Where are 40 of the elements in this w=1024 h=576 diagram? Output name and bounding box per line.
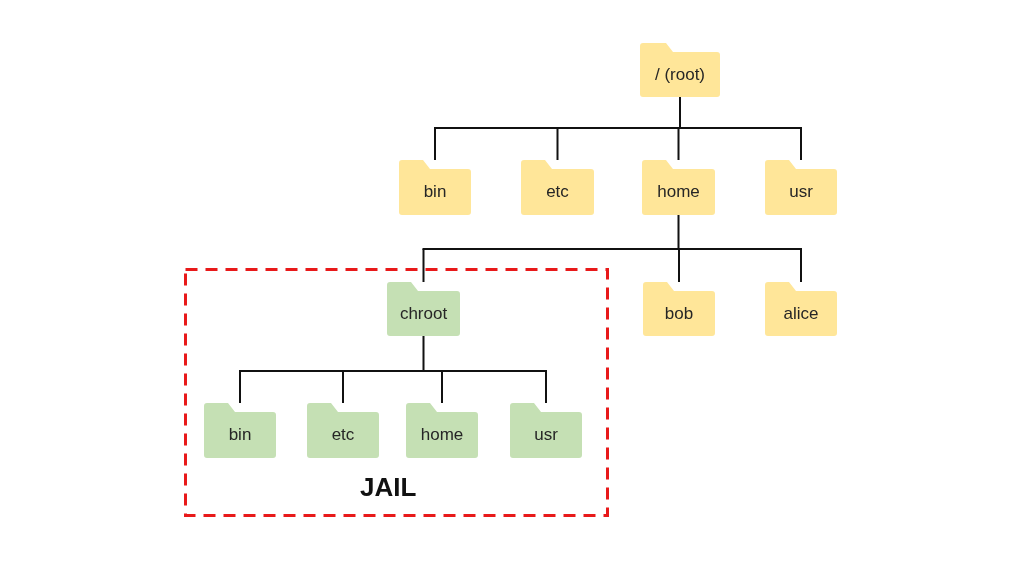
- tree-connector: [677, 127, 680, 161]
- tree-connector: [239, 370, 241, 404]
- folder: [510, 403, 582, 458]
- tree-connector: [678, 248, 680, 283]
- folder: [307, 403, 379, 458]
- folder: [643, 282, 715, 336]
- folder: [640, 43, 720, 97]
- folder: [406, 403, 478, 458]
- tree-connector: [556, 127, 559, 161]
- tree-connector: [433, 96, 803, 129]
- folder-name: bin: [228, 426, 252, 443]
- folder-name: / (root): [654, 65, 706, 83]
- folder-name: bin: [423, 183, 447, 200]
- tree-connector: [800, 248, 802, 283]
- folder-name: bob: [664, 304, 694, 322]
- tree-connector: [342, 370, 344, 404]
- folder: [387, 282, 460, 336]
- tree-connector: [421, 214, 803, 250]
- folder-name: home: [657, 183, 700, 200]
- tree-connector: [434, 127, 436, 161]
- folder: [642, 160, 715, 215]
- tree-connector: [422, 248, 425, 283]
- dashed-region: [184, 268, 609, 517]
- folder: [204, 403, 276, 458]
- folder-name: usr: [534, 426, 558, 443]
- folder-name: usr: [789, 183, 813, 200]
- folder-name: home: [420, 426, 464, 443]
- folder-name: etc: [331, 426, 355, 443]
- folder: [521, 160, 594, 215]
- tree-connector: [800, 127, 802, 161]
- tree-connector: [545, 370, 547, 404]
- folder: [765, 160, 837, 215]
- folder: [765, 282, 837, 336]
- folder-name: etc: [546, 183, 569, 200]
- tree-connector: [441, 370, 443, 404]
- folder-name: alice: [783, 304, 819, 322]
- folder: [399, 160, 471, 215]
- region-label: JAIL: [360, 474, 417, 500]
- tree-connector: [238, 335, 548, 372]
- folder-name: chroot: [399, 304, 448, 322]
